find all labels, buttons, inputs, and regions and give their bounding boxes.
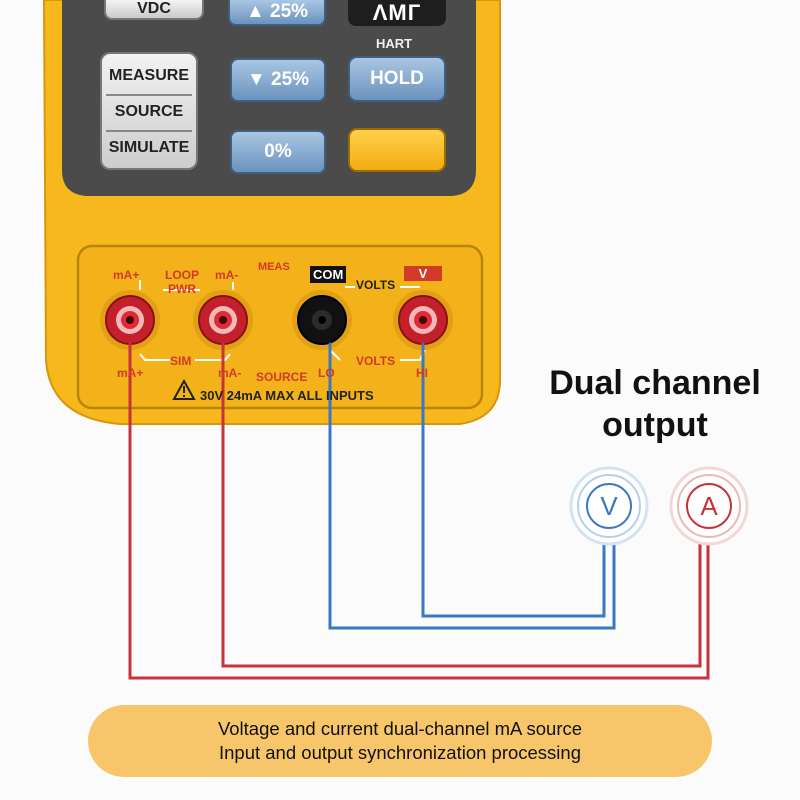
terminal-panel [76,244,484,410]
label-ma-plus-bottom: mA+ [117,366,144,380]
com-label: COM [310,266,347,283]
current-wires [128,342,710,680]
warning-icon [172,378,196,400]
red-wire-outer [128,342,710,680]
label-hi: HI [416,366,428,380]
ammeter-letter: A [700,491,718,521]
blue-wire-inner [421,342,606,618]
mode-divider [106,130,192,132]
hart-label: HART [376,36,413,51]
label-ma-minus-bottom: mA- [218,366,242,380]
voltmeter-icon [569,466,649,546]
label-volts-top: VOLTS [356,278,396,292]
vdc-button[interactable]: VDC [104,0,204,20]
label-meas: MEAS [258,261,290,273]
measure-button[interactable]: MEASURE [108,67,189,84]
zero-percent-button[interactable]: 0% [230,130,326,174]
blank-yellow-button[interactable] [348,128,446,172]
hold-button[interactable]: HOLD [348,56,446,102]
label-lo: LO [318,366,335,380]
label-ma-plus-top: mA+ [113,268,140,282]
label-volts-bottom: VOLTS [356,354,396,368]
jack-ma-plus[interactable] [100,290,160,350]
ramp-button[interactable]: ΛΜГ [348,0,446,26]
simulate-button[interactable]: SIMULATE [108,139,190,156]
jack-ma-minus[interactable] [193,290,253,350]
headline: Dual channel output [520,362,790,446]
warning-text: 30V 24mA MAX ALL INPUTS [200,388,374,403]
ammeter-icon [669,466,749,546]
red-wire-inner [221,342,702,668]
down-25-button[interactable]: ▼ 25% [230,58,326,102]
label-loop: LOOP [165,268,200,282]
source-button[interactable]: SOURCE [114,103,184,120]
label-sim: SIM [170,354,192,368]
jack-com[interactable] [292,290,352,350]
headline-line-2: output [602,406,708,444]
headline-line-1: Dual channel [549,364,761,402]
v-label: V [404,266,442,281]
jack-v[interactable] [393,290,453,350]
blue-wire-outer [328,342,616,630]
up-25-button[interactable]: ▲ 25% [228,0,326,26]
terminal-markings [139,280,426,361]
feature-banner: Voltage and current dual-channel mA sour… [88,705,712,777]
banner-line-1: Voltage and current dual-channel mA sour… [217,718,583,739]
label-ma-minus-top: mA- [215,268,239,282]
mode-button-group: MEASURE SOURCE SIMULATE [100,52,198,170]
banner-line-2: Input and output synchronization process… [218,742,581,763]
voltage-wires [328,342,616,630]
voltmeter-letter: V [600,491,618,521]
label-source: SOURCE [256,370,308,384]
label-pwr: PWR [168,282,196,296]
mode-divider [106,94,192,96]
